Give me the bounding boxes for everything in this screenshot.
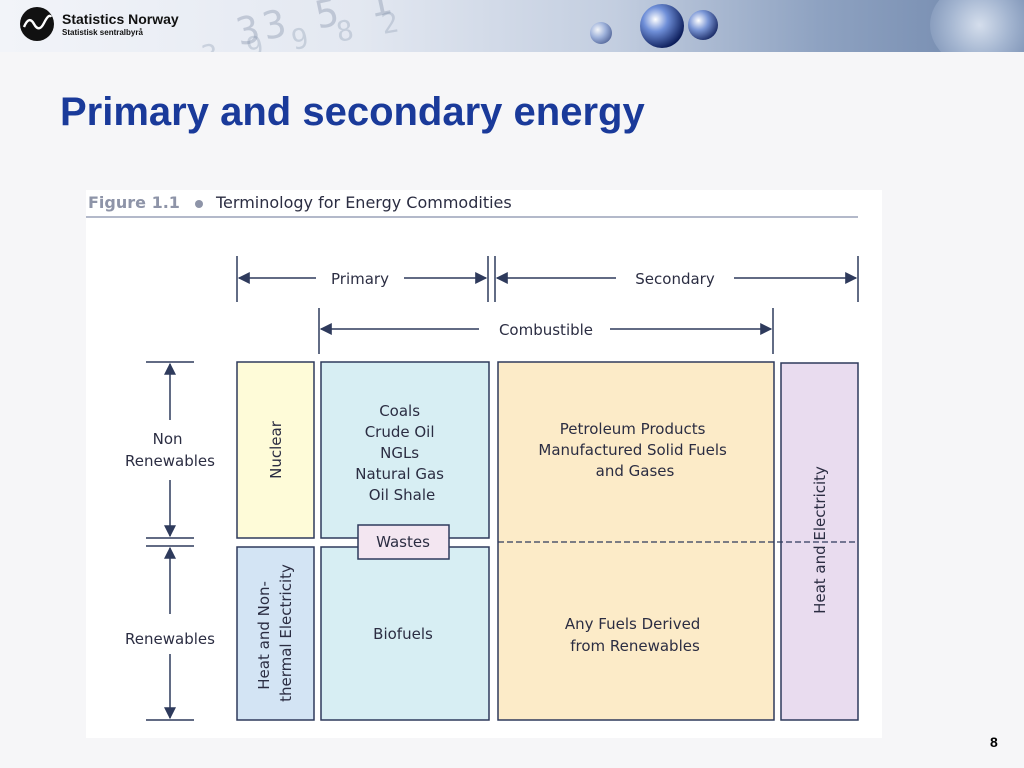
heat-electricity-label: Heat and Electricity: [811, 466, 829, 614]
logo-wave-icon: [20, 7, 54, 41]
primary-secondary-arrows: [236, 256, 859, 354]
secondary-label: Secondary: [635, 270, 715, 288]
primary-label: Primary: [331, 270, 389, 288]
header-decoration: [640, 4, 684, 48]
primary-fossil-label: Coals Crude Oil NGLs Natural Gas Oil Sha…: [355, 402, 449, 504]
wastes-label: Wastes: [376, 533, 430, 551]
heat-nonthermal-label: Heat and Non- thermal Electricity: [255, 564, 295, 702]
secondary-fossil-label: Petroleum Products Manufactured Solid Fu…: [538, 420, 731, 480]
figure-caption-label: Figure 1.1: [88, 193, 180, 212]
biofuels-label: Biofuels: [373, 625, 433, 643]
nuclear-box: [236, 361, 315, 539]
header-banner: 33 5 1 3 9 9 8 2 Statistics Norway Stati…: [0, 0, 1024, 52]
nuclear-label: Nuclear: [267, 420, 285, 479]
biofuels-box: [320, 546, 490, 721]
header-decoration: [688, 10, 718, 40]
logo-name: Statistics Norway: [62, 10, 179, 27]
header-decoration: [590, 22, 612, 44]
wastes-box: [357, 524, 450, 560]
non-renewables-label: Non Renewables: [125, 430, 215, 470]
energy-terminology-figure: Figure 1.1 Terminology for Energy Commod…: [86, 190, 882, 738]
primary-fossil-box: [320, 361, 490, 539]
secondary-renewable-label: Any Fuels Derived from Renewables: [565, 615, 705, 655]
logo-subtitle: Statistisk sentralbyrå: [62, 27, 143, 37]
page-number: 8: [990, 734, 998, 750]
renewables-arrows: [146, 361, 194, 721]
heat-nonthermal-box: [236, 546, 315, 721]
caption-bullet: [195, 200, 203, 208]
combustible-label: Combustible: [499, 321, 593, 339]
slide-title: Primary and secondary energy: [60, 90, 645, 134]
figure-caption-title: Terminology for Energy Commodities: [215, 193, 512, 212]
statistics-norway-logo[interactable]: Statistics Norway Statistisk sentralbyrå: [20, 7, 179, 41]
renewables-label: Renewables: [125, 630, 215, 648]
secondary-box: [497, 361, 775, 721]
header-decoration: [930, 0, 1024, 52]
